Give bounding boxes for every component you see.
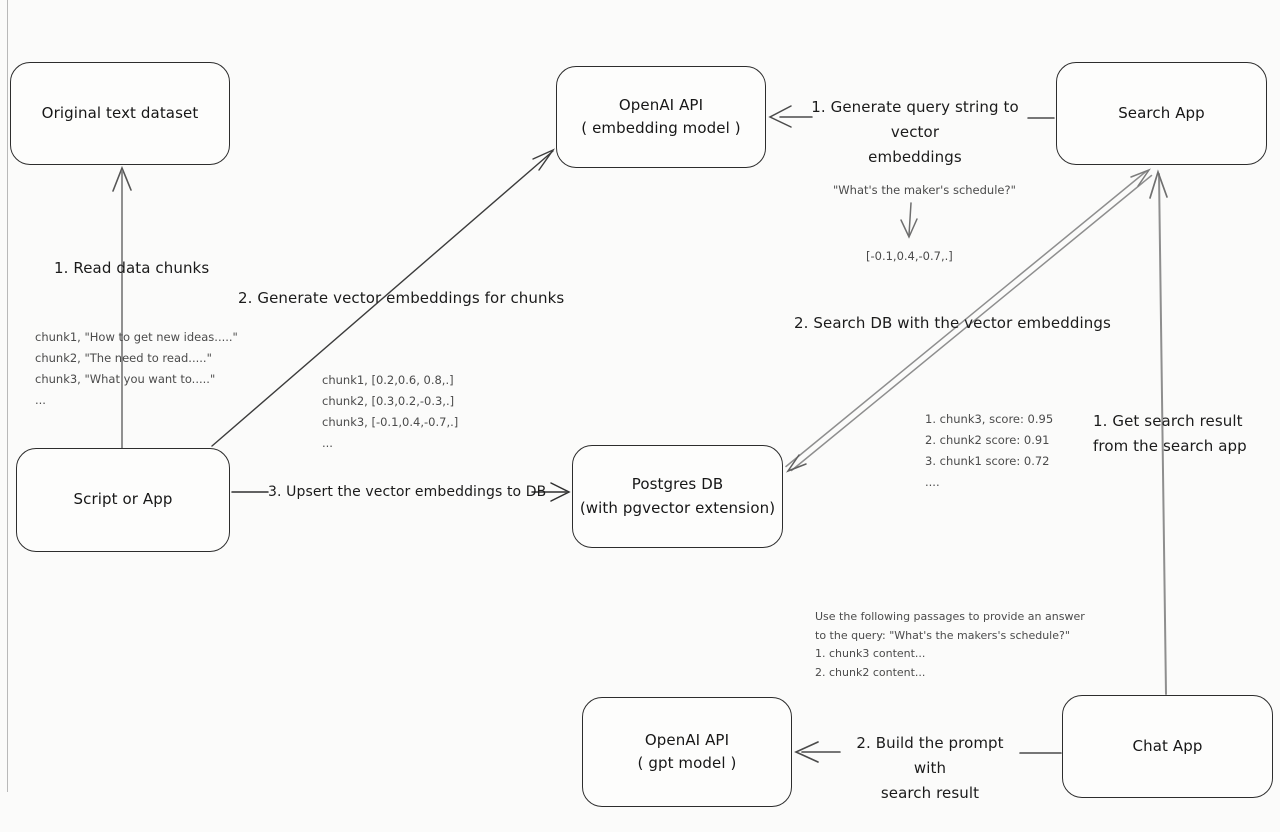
label-upsert-db: 3. Upsert the vector embeddings to DB: [268, 484, 547, 500]
node-search-app-label: Search App: [1118, 103, 1205, 122]
canvas-left-edge: [7, 0, 8, 792]
node-postgres-db-label: Postgres DB (with pgvector extension): [579, 475, 776, 517]
arrow-query-down: [900, 202, 918, 239]
annotation-query-vector: [-0.1,0.4,-0.7,.]: [866, 249, 953, 263]
node-chat-app-label: Chat App: [1132, 736, 1203, 755]
label-generate-embeddings: 2. Generate vector embeddings for chunks: [238, 289, 565, 307]
label-search-db: 2. Search DB with the vector embeddings: [794, 314, 1111, 332]
node-openai-gpt[interactable]: OpenAI API ( gpt model ): [582, 697, 792, 807]
label-read-data-chunks: 1. Read data chunks: [54, 259, 210, 277]
annotation-chunk-texts: chunk1, "How to get new ideas....." chun…: [35, 330, 238, 407]
node-chat-app[interactable]: Chat App: [1062, 695, 1273, 798]
annotation-search-scores: 1. chunk3, score: 0.95 2. chunk2 score: …: [925, 412, 1054, 489]
node-openai-gpt-label: OpenAI API ( gpt model ): [637, 730, 737, 772]
node-script-or-app[interactable]: Script or App: [16, 448, 230, 552]
annotation-chunk-vectors: chunk1, [0.2,0.6, 0.8,.] chunk2, [0.3,0.…: [322, 373, 459, 450]
annotation-query-string: "What's the maker's schedule?": [833, 183, 1016, 197]
node-original-dataset[interactable]: Original text dataset: [10, 62, 230, 165]
node-openai-embedding-label: OpenAI API ( embedding model ): [581, 95, 741, 137]
node-openai-embedding[interactable]: OpenAI API ( embedding model ): [556, 66, 766, 168]
node-postgres-db[interactable]: Postgres DB (with pgvector extension): [572, 445, 783, 548]
label-build-prompt: 2. Build the prompt with search result: [856, 734, 1004, 802]
node-original-dataset-label: Original text dataset: [41, 103, 199, 122]
label-query-to-vector: 1. Generate query string to vector embed…: [811, 98, 1019, 166]
label-get-search-result: 1. Get search result from the search app: [1093, 412, 1247, 455]
node-search-app[interactable]: Search App: [1056, 62, 1267, 165]
annotation-prompt-text: Use the following passages to provide an…: [815, 610, 1085, 679]
node-script-or-app-label: Script or App: [73, 490, 173, 509]
